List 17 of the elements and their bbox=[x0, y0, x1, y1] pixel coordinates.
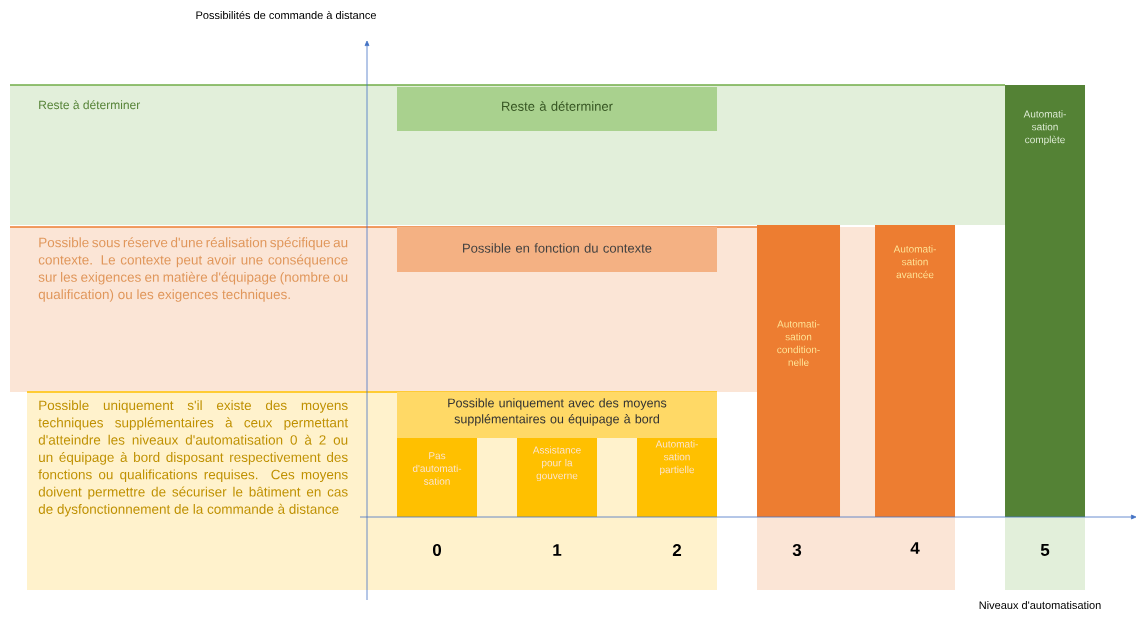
level-bar: Pas d'automati- sation bbox=[397, 438, 477, 517]
header-box: Possible en fonction du contexte bbox=[397, 227, 717, 272]
level-number: 2 bbox=[672, 544, 682, 556]
level-bar: Assistance pour la gouverne bbox=[517, 438, 597, 517]
level-number: 4 bbox=[910, 542, 920, 554]
header-box: Possible uniquement avec des moyens supplémentaires ou équipage à bord bbox=[397, 392, 717, 438]
level-bar: Automati- sation avancée bbox=[875, 225, 955, 517]
axis-title: Possibilités de commande à distance bbox=[196, 10, 376, 20]
level-bar: Automati- sation complète bbox=[1005, 85, 1085, 517]
level-number: 3 bbox=[792, 543, 802, 557]
axis-title: Niveaux d'automatisation bbox=[979, 600, 1101, 610]
level-number: 0 bbox=[432, 544, 442, 557]
level-number: 5 bbox=[1040, 544, 1050, 556]
level-bar: Automati- sation condition- nelle bbox=[757, 225, 840, 517]
level-bar: Automati- sation partielle bbox=[637, 438, 717, 517]
level-number: 1 bbox=[553, 544, 562, 556]
header-box: Reste à déterminer bbox=[397, 87, 717, 131]
